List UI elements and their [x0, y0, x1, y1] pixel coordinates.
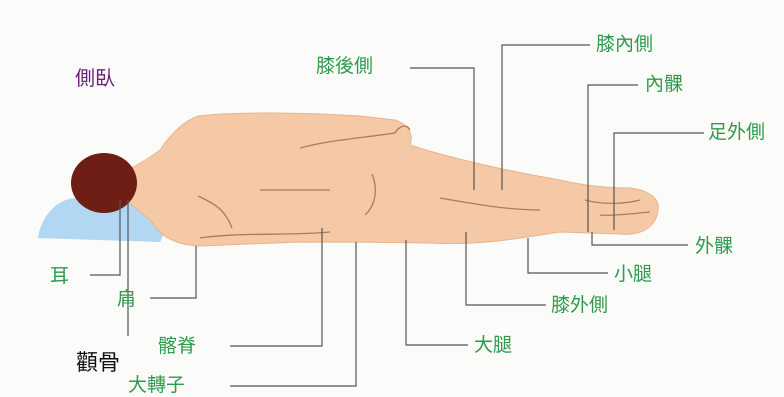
label-calf: 小腿 [614, 263, 653, 285]
pillow [38, 198, 165, 242]
label-foot-outer: 足外側 [708, 121, 766, 143]
label-knee-back: 膝後側 [316, 55, 374, 77]
diagram-title: 側臥 [75, 66, 115, 90]
label-knee-outer: 膝外側 [551, 294, 609, 316]
label-iliac-crest: 髂脊 [158, 335, 197, 357]
label-inner-ankle: 內髁 [645, 73, 684, 95]
leader-lines [90, 44, 704, 387]
label-ear: 耳 [50, 265, 70, 287]
head-hair [71, 153, 137, 213]
body [117, 112, 659, 247]
body-contour-lines [197, 125, 651, 239]
label-shoulder: 肩 [117, 288, 137, 310]
label-knee-inner: 膝內側 [596, 33, 654, 55]
label-zygomatic: 顴骨 [76, 351, 121, 376]
label-thigh: 大腿 [474, 334, 513, 356]
label-greater-trochanter: 大轉子 [128, 374, 186, 396]
label-outer-ankle: 外髁 [695, 235, 734, 257]
